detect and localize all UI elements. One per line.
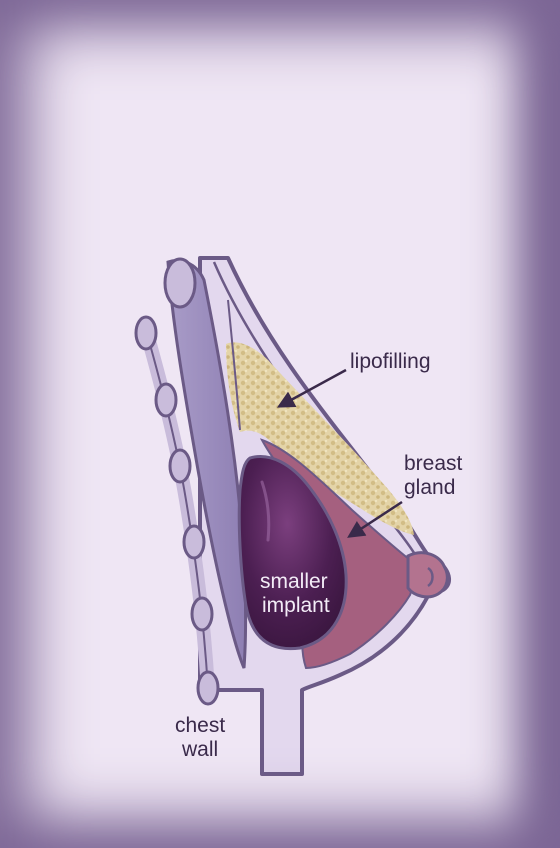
lipofilling-fat-layer bbox=[226, 342, 414, 535]
chest-wall-label-line1: chest bbox=[175, 714, 226, 737]
nipple bbox=[406, 551, 449, 599]
chest-wall-ribs bbox=[134, 257, 220, 706]
implant-label-line2: implant bbox=[262, 594, 330, 617]
implant-label-line1: smaller bbox=[260, 570, 328, 593]
breast-gland-label-line2: gland bbox=[404, 476, 456, 499]
arrow-icon bbox=[276, 368, 347, 408]
arrow-icon bbox=[347, 500, 403, 538]
pectoral-muscle bbox=[166, 259, 247, 669]
chest-wall-label-line2: wall bbox=[182, 738, 219, 761]
lipofilling-label: lipofilling bbox=[350, 350, 431, 373]
breast-gland-label-line1: breast bbox=[404, 452, 463, 475]
